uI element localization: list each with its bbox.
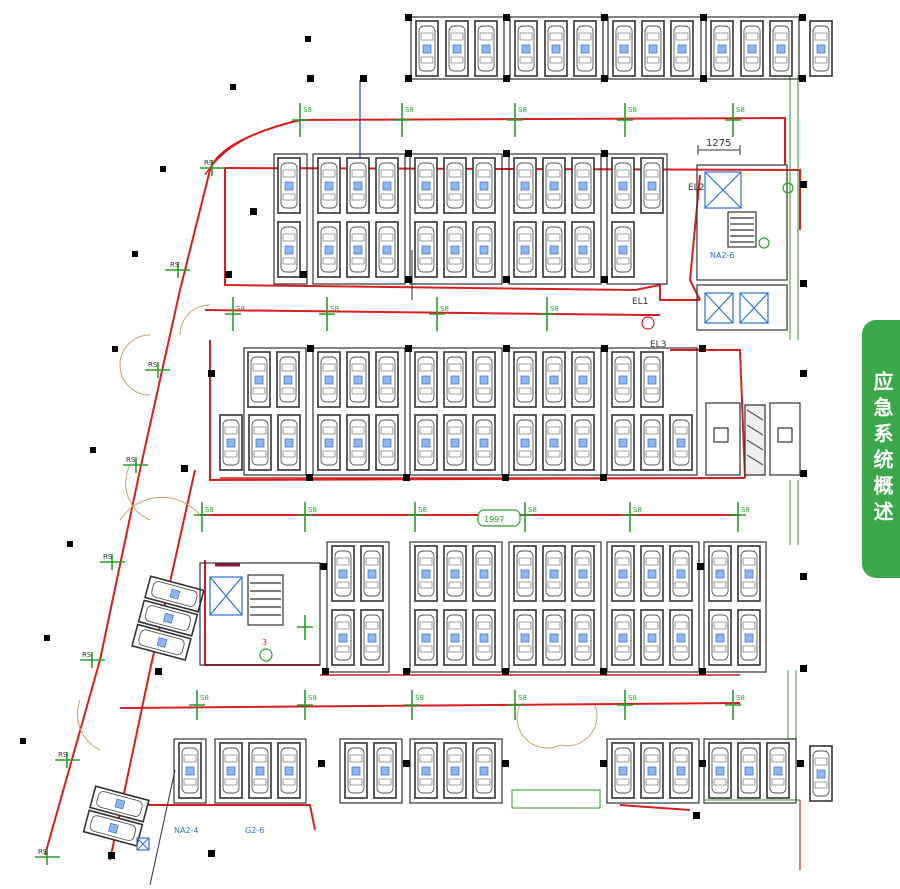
side-tab-text: 应急系统概述 bbox=[870, 371, 894, 527]
el3-label: EL3 bbox=[650, 340, 666, 350]
el1-label: EL1 bbox=[632, 297, 648, 307]
sensor-label: S8 bbox=[633, 506, 642, 514]
parking-row-7 bbox=[331, 609, 761, 666]
sensor-label: S8 bbox=[550, 305, 559, 313]
parking-row-5 bbox=[219, 414, 693, 471]
sensor-label: S8 bbox=[330, 305, 339, 313]
rs-label: RS bbox=[103, 553, 113, 561]
emergency-system-overview-tab[interactable]: 应急系统概述 bbox=[862, 320, 900, 578]
rs-label: RS bbox=[148, 361, 158, 369]
sensor-label: S8 bbox=[518, 106, 527, 114]
sensor-label: S8 bbox=[741, 506, 750, 514]
rs-label: RS bbox=[170, 261, 180, 269]
dimension-label: 1275 bbox=[706, 138, 731, 149]
parking-row-3 bbox=[277, 221, 635, 278]
rs-label: RS bbox=[82, 651, 92, 659]
parking-angled-lower bbox=[82, 785, 150, 847]
parking-row-8 bbox=[178, 742, 833, 802]
stair-tag: 3 bbox=[262, 638, 267, 647]
sensor-nodes bbox=[35, 103, 746, 865]
parking-row-2 bbox=[277, 157, 664, 214]
sensor-label: S8 bbox=[440, 305, 449, 313]
sensor-label: S8 bbox=[205, 506, 214, 514]
rs-label: RS bbox=[126, 456, 136, 464]
zone-sign-label: 1997 bbox=[484, 515, 504, 524]
ramps bbox=[705, 402, 801, 476]
sensor-label: S8 bbox=[736, 106, 745, 114]
panel-label-sw: NA2-4 bbox=[174, 826, 199, 835]
sensor-label: S8 bbox=[200, 694, 209, 702]
stair-core-sw bbox=[199, 562, 321, 666]
parking-row-1 bbox=[415, 20, 833, 77]
rs-label: RS bbox=[204, 159, 214, 167]
sensor-label: S8 bbox=[308, 694, 317, 702]
sensor-label: S8 bbox=[415, 694, 424, 702]
sensor-label: S8 bbox=[628, 694, 637, 702]
sensor-label: S8 bbox=[405, 106, 414, 114]
zone-sign bbox=[477, 509, 521, 527]
el2-label: EL2 bbox=[688, 183, 704, 193]
rs-label: RS bbox=[58, 751, 68, 759]
stair-core-ne bbox=[696, 164, 788, 331]
parking-angled-upper bbox=[131, 575, 205, 661]
sensor-label: S8 bbox=[303, 106, 312, 114]
panel-label-g2: G2-6 bbox=[245, 826, 264, 835]
sensor-label: S8 bbox=[736, 694, 745, 702]
structural-columns bbox=[20, 14, 807, 859]
panel-label-ne: NA2-6 bbox=[710, 251, 735, 260]
sensor-label: S8 bbox=[418, 506, 427, 514]
sensor-label: S8 bbox=[528, 506, 537, 514]
sensor-label: S8 bbox=[236, 305, 245, 313]
sensor-label: S8 bbox=[518, 694, 527, 702]
sensor-label: S8 bbox=[308, 506, 317, 514]
sensor-label: S8 bbox=[628, 106, 637, 114]
parking-row-6 bbox=[331, 545, 761, 602]
rs-label: RS bbox=[38, 848, 48, 856]
